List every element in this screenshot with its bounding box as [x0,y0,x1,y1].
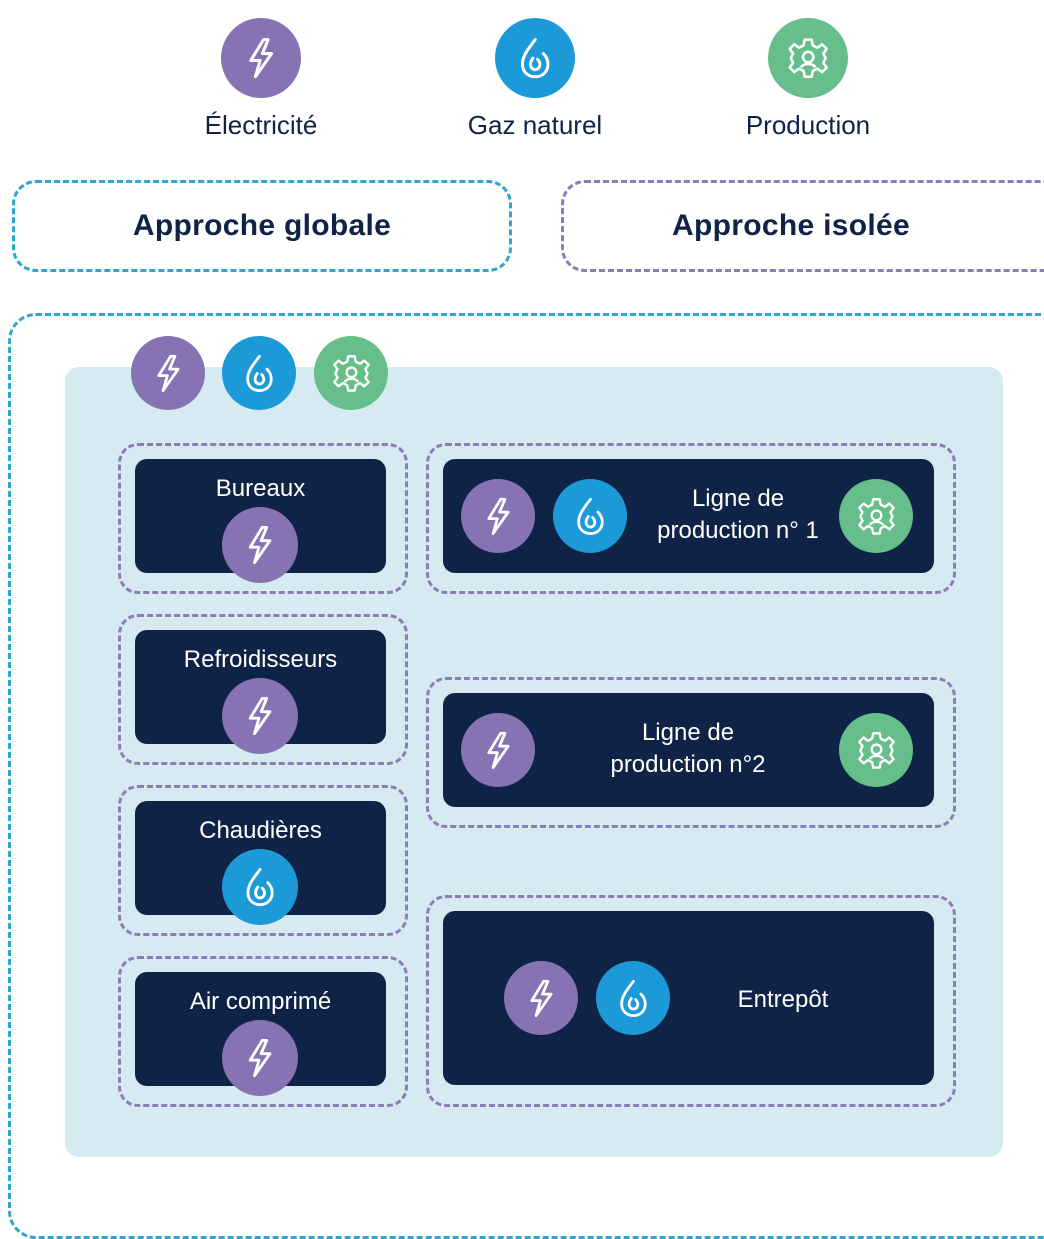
ligne-2-electricity-icon [461,713,535,787]
legend-electricity-icon [221,18,301,98]
bureaux-electricity-icon [222,507,298,583]
card-entrepot-label: Entrepôt [737,986,829,1013]
zone-entrepot [426,895,956,1107]
air-comprime-electricity-icon [222,1020,298,1096]
zone-ligne-2 [426,677,956,828]
card-ligne-2-label: Ligne de production n°2 [583,717,793,781]
zone-air-comprime [118,956,408,1107]
card-air-comprime-label: Air comprimé [189,988,332,1015]
refroidisseurs-electricity-icon [222,678,298,754]
legend-gas-label: Gaz naturel [467,110,603,140]
card-entrepot: Entrepôt [443,911,934,1085]
panel-gas-icon [222,336,296,410]
chaudieres-gas-icon [222,849,298,925]
card-ligne-2-line2: production n°2 [610,751,766,778]
entrepot-gas-icon [596,961,670,1035]
ligne-1-electricity-icon [461,479,535,553]
zone-refroidisseurs [118,614,408,765]
legend-production-icon [768,18,848,98]
ligne-2-production-icon [839,713,913,787]
ligne-1-gas-icon [553,479,627,553]
legend-production-label: Production [745,110,871,140]
card-ligne-1-line2: production n° 1 [657,517,819,544]
approach-isolated-box: Approche isolée [561,180,1044,272]
approach-isolated-label: Approche isolée [672,209,910,242]
card-ligne-1-line1: Ligne de [691,485,785,512]
card-refroidisseurs-label: Refroidisseurs [183,646,338,673]
card-ligne-1-label: Ligne de production n° 1 [633,483,843,547]
card-chaudieres-label: Chaudières [199,817,322,844]
zone-bureaux [118,443,408,594]
card-ligne-2-line1: Ligne de [641,719,735,746]
entrepot-electricity-icon [504,961,578,1035]
panel-production-icon [314,336,388,410]
approach-global-box: Approche globale [12,180,512,272]
legend-electricity-label: Électricité [204,110,318,140]
ligne-1-production-icon [839,479,913,553]
legend-gas-icon [495,18,575,98]
approach-global-label: Approche globale [132,209,392,242]
panel-electricity-icon [131,336,205,410]
zone-ligne-1 [426,443,956,594]
zone-chaudieres [118,785,408,936]
card-bureaux-label: Bureaux [215,475,306,502]
